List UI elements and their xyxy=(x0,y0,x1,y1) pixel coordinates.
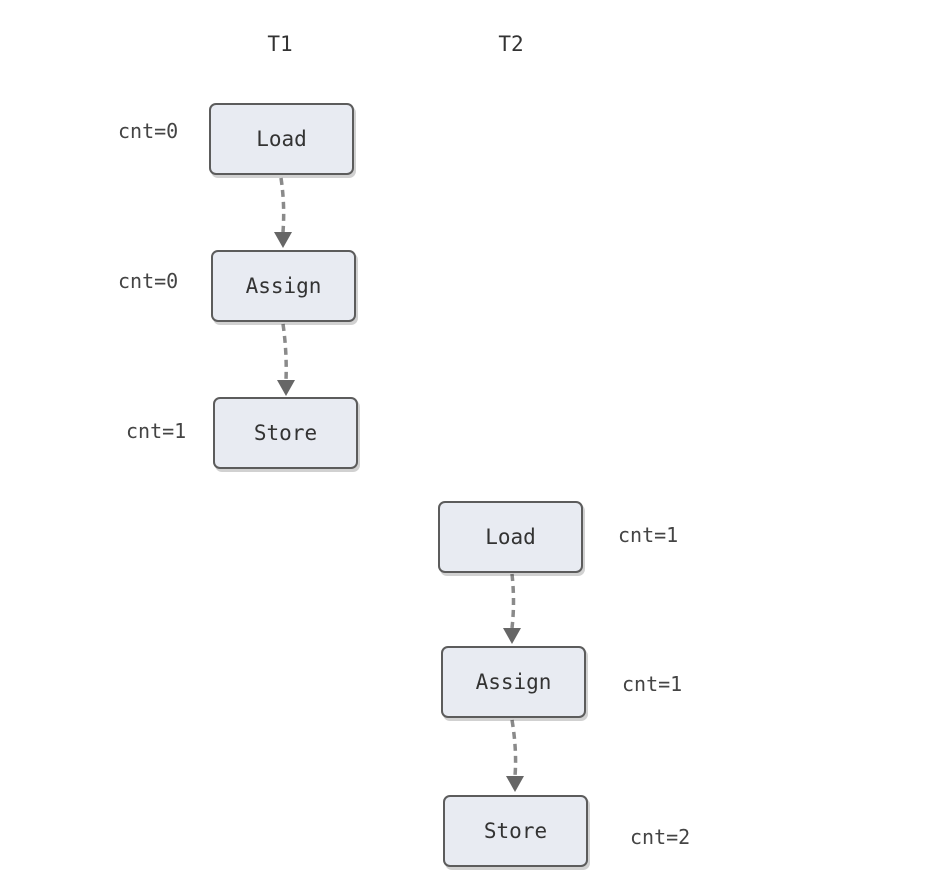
t2-assign-value: cnt=1 xyxy=(622,672,683,696)
t1-assign-value: cnt=0 xyxy=(118,269,179,293)
t2-load-label: Load xyxy=(485,525,536,549)
t2-assign-label: Assign xyxy=(475,670,552,694)
t1-load-label: Load xyxy=(256,127,307,151)
t1-store-value: cnt=1 xyxy=(126,419,187,443)
t2-load-value: cnt=1 xyxy=(618,523,679,547)
arrow-t2-assign-store xyxy=(506,719,524,792)
t2-store-value: cnt=2 xyxy=(630,825,691,849)
arrow-t1-assign-store xyxy=(277,323,295,396)
t2-load-node[interactable]: Load xyxy=(438,501,583,573)
t2-store-node[interactable]: Store xyxy=(443,795,588,867)
t1-load-node[interactable]: Load xyxy=(209,103,354,175)
thread-t1-title: T1 xyxy=(267,32,293,56)
t2-assign-node[interactable]: Assign xyxy=(441,646,586,718)
t1-store-node[interactable]: Store xyxy=(213,397,358,469)
t1-assign-label: Assign xyxy=(245,274,322,298)
arrow-t1-load-assign xyxy=(274,177,292,248)
t1-load-value: cnt=0 xyxy=(118,119,179,143)
t2-store-label: Store xyxy=(483,819,548,843)
arrow-t2-load-assign xyxy=(503,573,521,644)
t1-store-label: Store xyxy=(253,421,318,445)
t1-assign-node[interactable]: Assign xyxy=(211,250,356,322)
thread-t2-title: T2 xyxy=(498,32,524,56)
